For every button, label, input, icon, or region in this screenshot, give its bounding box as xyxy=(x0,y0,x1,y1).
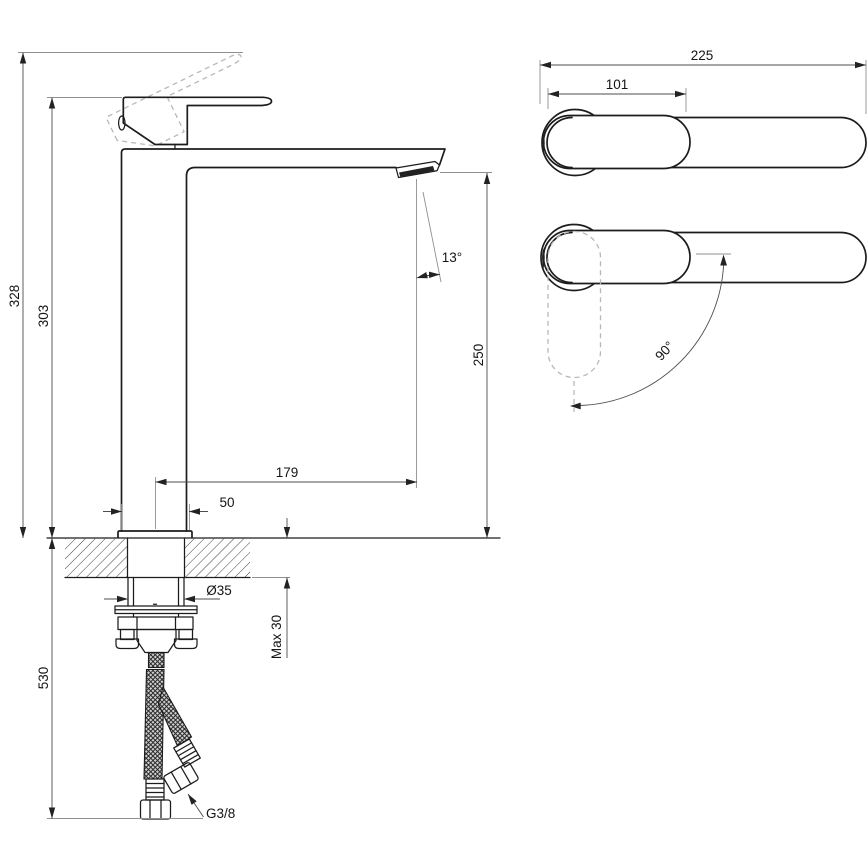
supply-hoses xyxy=(139,651,201,820)
dim-spout-height-label: 303 xyxy=(36,305,51,328)
dim-outlet-height-label: 250 xyxy=(471,344,486,367)
top-view-front: 225 101 xyxy=(539,48,867,177)
side-view: 328 303 530 250 179 50 13° Ø35 Max 30 G3… xyxy=(7,52,501,821)
handle-top xyxy=(542,114,691,170)
mounting-nut xyxy=(115,616,198,654)
base-flange xyxy=(117,530,193,539)
raised-handle-ghost xyxy=(105,53,242,147)
dim-total-height-label: 328 xyxy=(7,285,22,308)
dim-total-length-label: 225 xyxy=(691,48,714,63)
hex-nut-left xyxy=(139,799,172,820)
dim-below-counter-label: 530 xyxy=(36,667,51,690)
top-view-front-dimensions: 225 101 xyxy=(539,48,867,114)
left-edge-lens xyxy=(542,133,545,154)
handle-pivot-nub xyxy=(117,115,126,131)
dim-spout-angle-label: 13° xyxy=(442,250,462,265)
horseshoe-washer xyxy=(114,603,198,615)
hose-stub xyxy=(147,651,165,669)
hose-left-fitting xyxy=(139,778,172,820)
dim-hole-diameter-label: Ø35 xyxy=(206,583,232,598)
handle-swivel-solid xyxy=(542,229,691,285)
spout-outlet xyxy=(399,166,435,178)
handle-rotated-ghost xyxy=(547,230,602,379)
top-view-swivel: 90° xyxy=(540,223,867,412)
spout-aerator xyxy=(395,160,441,179)
left-edge-lens-swivel xyxy=(542,248,545,269)
side-view-dimensions: 328 303 530 250 179 50 13° Ø35 Max 30 G3… xyxy=(7,52,492,821)
mounting-hardware xyxy=(114,576,198,654)
faucet-body-spout xyxy=(117,148,446,539)
hose-left xyxy=(143,668,165,780)
faucet-handle-side xyxy=(117,96,273,150)
dim-swivel-angle-label: 90° xyxy=(652,338,677,363)
dim-spout-reach-label: 179 xyxy=(276,465,299,480)
dim-body-width-label: 50 xyxy=(219,495,234,510)
countertop-section xyxy=(46,537,501,579)
dim-counter-thickness-label: Max 30 xyxy=(269,615,284,659)
dim-hose-thread-label: G3/8 xyxy=(206,806,235,821)
dim-handle-length-label: 101 xyxy=(606,77,629,92)
hex-nut-right xyxy=(163,762,199,794)
hose-right-fitting xyxy=(163,738,201,794)
